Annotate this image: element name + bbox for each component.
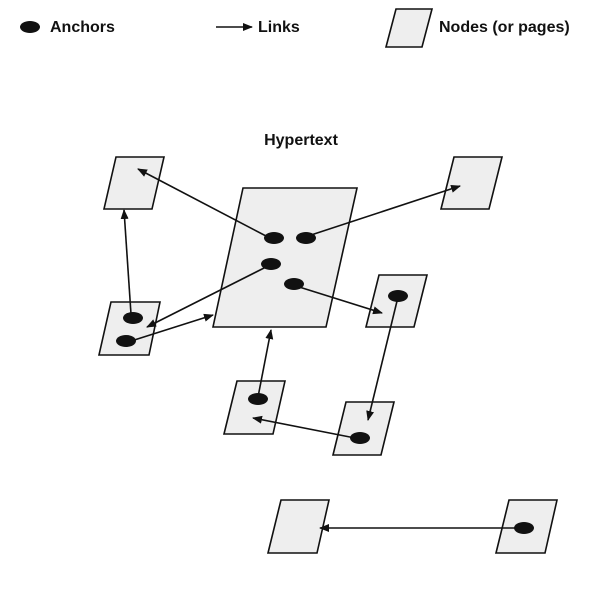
diagram-title: Hypertext xyxy=(264,132,338,149)
anchor-central-1 xyxy=(264,232,284,244)
link-central-to-left xyxy=(146,265,269,328)
anchor-central-2 xyxy=(296,232,316,244)
link-left-to-central xyxy=(127,313,214,343)
link-central-to-right xyxy=(295,285,383,315)
link-right-to-bottom-center-right xyxy=(366,296,399,421)
node-bottom-center-left xyxy=(222,380,287,435)
legend: Anchors Links Nodes (or pages) xyxy=(20,8,570,48)
anchor-bottom-right xyxy=(514,522,534,534)
legend-links-label: Links xyxy=(258,19,300,36)
node-top-left xyxy=(102,156,166,210)
nodes xyxy=(97,156,559,554)
node-left xyxy=(97,301,161,356)
legend-anchors-label: Anchors xyxy=(50,19,115,36)
legend-node-icon xyxy=(384,8,434,48)
legend-nodes-label: Nodes (or pages) xyxy=(439,19,570,36)
link-left-to-top-left xyxy=(120,209,132,315)
links xyxy=(120,168,522,532)
anchor-central-3 xyxy=(261,258,281,270)
anchor-bottom-center-left xyxy=(248,393,268,405)
link-bottom-center-right-to-bottom-center-left xyxy=(252,415,356,439)
anchor-left-1 xyxy=(123,312,143,324)
link-central-to-top-right xyxy=(307,185,461,237)
anchor-central-4 xyxy=(284,278,304,290)
anchor-bottom-center-right xyxy=(350,432,370,444)
anchor-left-2 xyxy=(116,335,136,347)
node-bottom-left xyxy=(266,499,331,554)
anchor-right xyxy=(388,290,408,302)
node-bottom-center-right xyxy=(331,401,396,456)
link-central-to-top-left xyxy=(137,168,267,237)
legend-anchor-icon xyxy=(20,21,40,33)
node-top-right xyxy=(439,156,504,210)
anchors xyxy=(116,232,534,534)
central-node xyxy=(212,187,358,328)
link-bottom-center-left-to-central xyxy=(257,329,274,398)
